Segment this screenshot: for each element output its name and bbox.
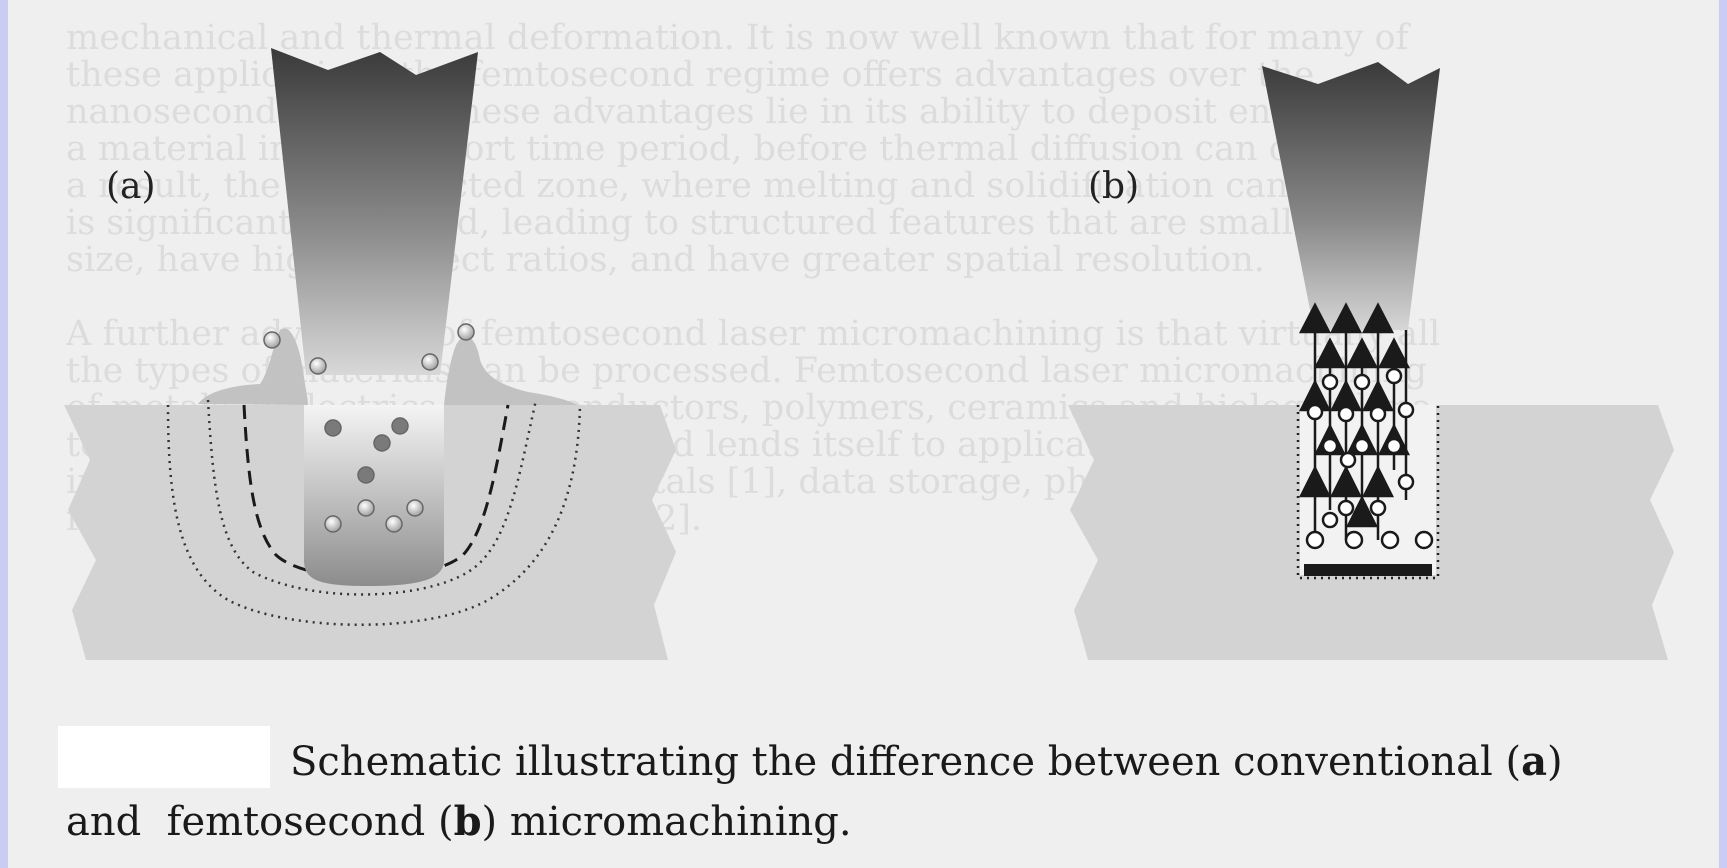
- panel-a-label: (a): [106, 166, 156, 207]
- panel-a-conventional: [64, 48, 676, 660]
- caption-part-2: ): [1547, 739, 1563, 785]
- page: mechanical and thermal deformation. It i…: [8, 0, 1719, 868]
- caption-bold-a: a: [1521, 738, 1547, 785]
- crater-b-bottom: [1304, 564, 1432, 576]
- bg-line: mechanical and thermal deformation. It i…: [66, 20, 1409, 57]
- caption-part-4: ) micromachining.: [481, 799, 852, 845]
- figure-caption: Schematic illustrating the difference be…: [66, 732, 1666, 852]
- heat-affected-zone-inner: [206, 399, 538, 596]
- recast-ridge-right: [444, 336, 578, 405]
- bg-line: is significantly reduced, leading to str…: [66, 205, 1376, 242]
- caption-part-1: Schematic illustrating the difference be…: [290, 739, 1522, 785]
- caption-line-1: Schematic illustrating the difference be…: [66, 732, 1666, 792]
- panel-b-femtosecond: [1068, 62, 1674, 660]
- bg-line: size, have higher aspect ratios, and hav…: [66, 242, 1265, 279]
- ablated-atom-circles: [1305, 367, 1434, 550]
- laser-beam-a: [271, 48, 478, 375]
- micromachining-schematic: [64, 48, 1674, 660]
- crater-b-outline: [1296, 405, 1440, 580]
- caption-part-3: and femtosecond (: [66, 799, 454, 845]
- heat-affected-zone-outer: [166, 404, 582, 626]
- ejected-droplets: [263, 323, 475, 533]
- caption-bold-b: b: [453, 798, 482, 845]
- panel-b-label: (b): [1088, 166, 1140, 207]
- caption-line-2: and femtosecond (b) micromachining.: [66, 792, 1666, 852]
- recast-ridge-left: [198, 328, 308, 405]
- laser-beam-b: [1262, 62, 1440, 330]
- figure-number-redaction: [58, 726, 270, 788]
- crater-a: [304, 405, 444, 586]
